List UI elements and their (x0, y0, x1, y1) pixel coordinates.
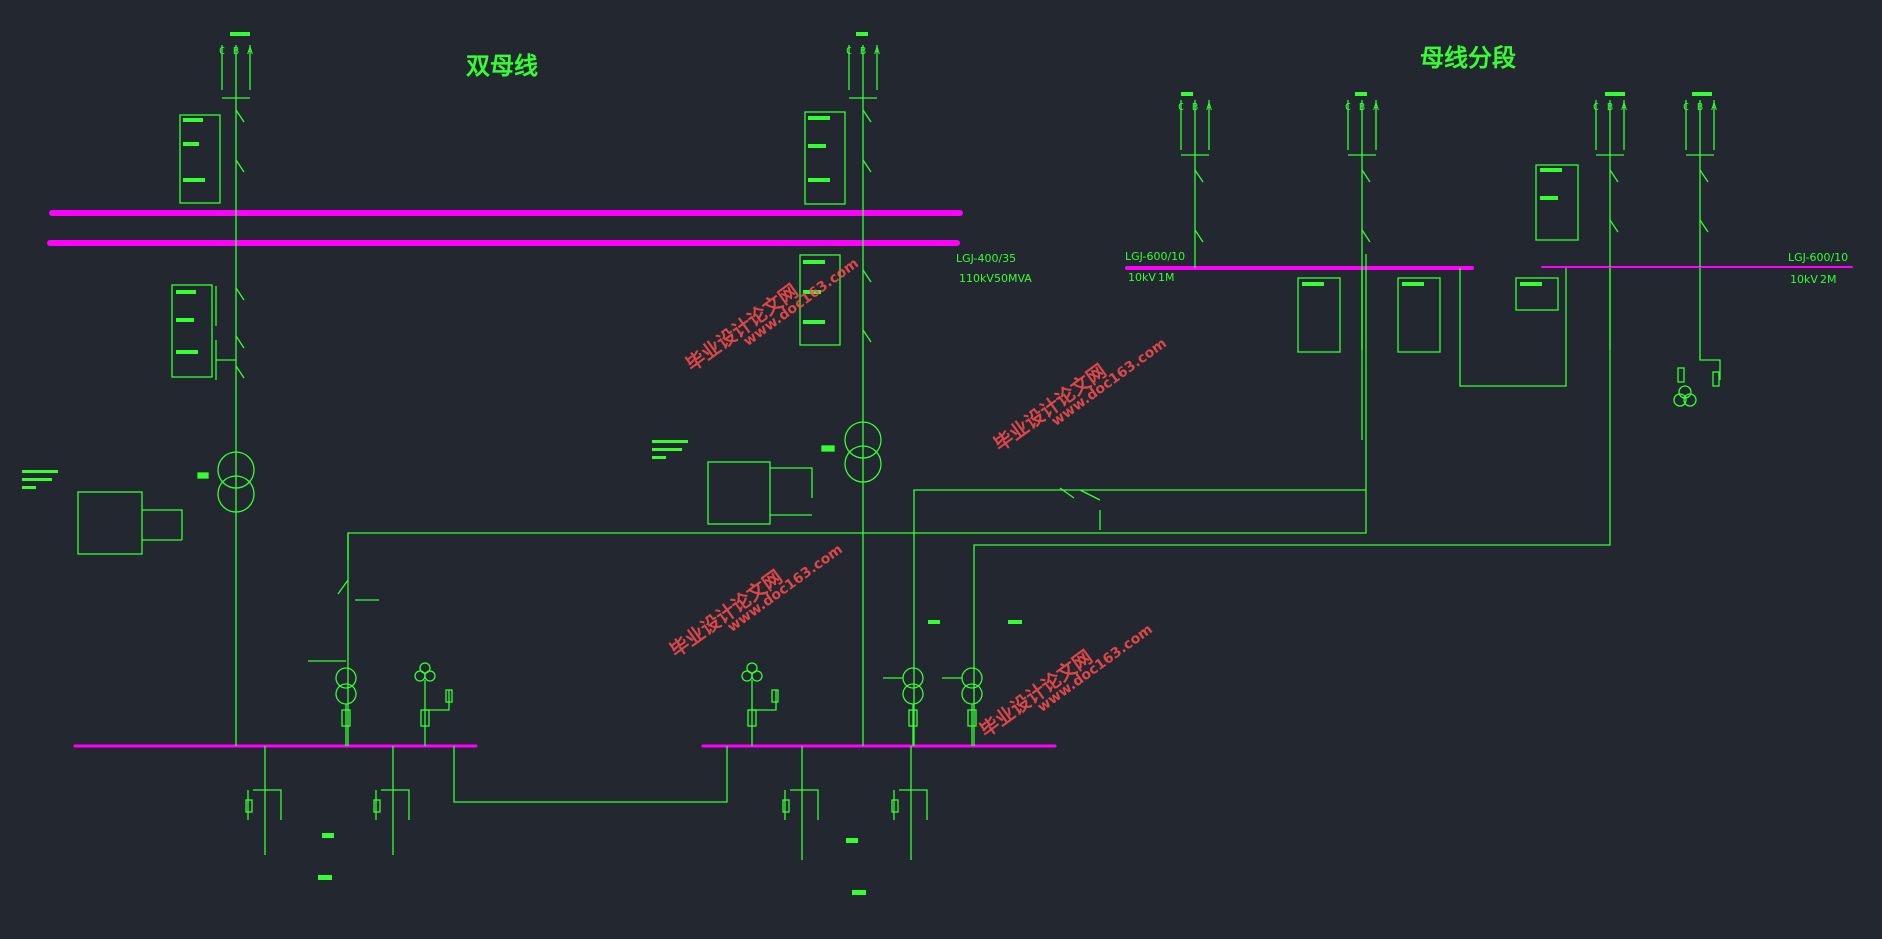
busbars (47, 210, 1853, 748)
phase-b-r4: B (1697, 102, 1703, 113)
phase-a-r1: A (1206, 102, 1212, 113)
watermark-4: 毕业设计论文网 www.doc163.com (975, 621, 1155, 742)
phase-b-r2: B (1359, 102, 1365, 113)
lv-conductor-label-1m: LGJ-600/10 (1125, 250, 1185, 263)
main-capacity-label: 50MVA (994, 272, 1032, 285)
phase-labels: C B A C B A C B A C B A C B A C B A (219, 46, 1717, 113)
phase-a-r3: A (1621, 102, 1627, 113)
phase-c-r3: C (1593, 102, 1599, 113)
phase-b-center: B (860, 46, 866, 57)
main-conductor-label: LGJ-400/35 (956, 252, 1016, 265)
watermark-2: 毕业设计论文网 www.doc163.com (989, 335, 1169, 456)
watermark-1: 毕业设计论文网 www.doc163.com (681, 255, 861, 376)
phase-c-left: C (219, 46, 225, 57)
watermark-3: 毕业设计论文网 www.doc163.com (665, 541, 845, 662)
phase-b-left: B (233, 46, 239, 57)
lv-voltage-label-2m: 10kV (1790, 273, 1818, 286)
lv-conductor-label-2m: LGJ-600/10 (1788, 251, 1848, 264)
phase-a-r4: A (1711, 102, 1717, 113)
phase-a-left: A (247, 46, 253, 57)
svg-text:毕业设计论文网: 毕业设计论文网 (989, 359, 1110, 456)
bus-labels: LGJ-400/35 110kV 50MVA LGJ-600/10 10kV 1… (956, 250, 1848, 286)
main-voltage-label: 110kV (959, 272, 994, 285)
phase-c-center: C (846, 46, 852, 57)
svg-text:毕业设计论文网: 毕业设计论文网 (665, 565, 786, 662)
lv-voltage-label-1m: 10kV (1128, 271, 1156, 284)
phase-a-center: A (874, 46, 880, 57)
svg-text:毕业设计论文网: 毕业设计论文网 (975, 645, 1096, 742)
section-2m-label: 2M (1820, 273, 1837, 286)
wiring (77, 45, 1721, 860)
phase-c-r2: C (1345, 102, 1351, 113)
title-sectioned-busbar: 母线分段 (1420, 44, 1516, 72)
phase-a-r2: A (1373, 102, 1379, 113)
phase-c-r1: C (1178, 102, 1184, 113)
phase-b-r1: B (1192, 102, 1198, 113)
phase-c-r4: C (1683, 102, 1689, 113)
section-1m-label: 1M (1158, 271, 1175, 284)
phase-b-r3: B (1607, 102, 1613, 113)
title-double-busbar: 双母线 (466, 52, 538, 80)
label-blocks (22, 32, 1712, 895)
svg-text:毕业设计论文网: 毕业设计论文网 (681, 279, 802, 376)
